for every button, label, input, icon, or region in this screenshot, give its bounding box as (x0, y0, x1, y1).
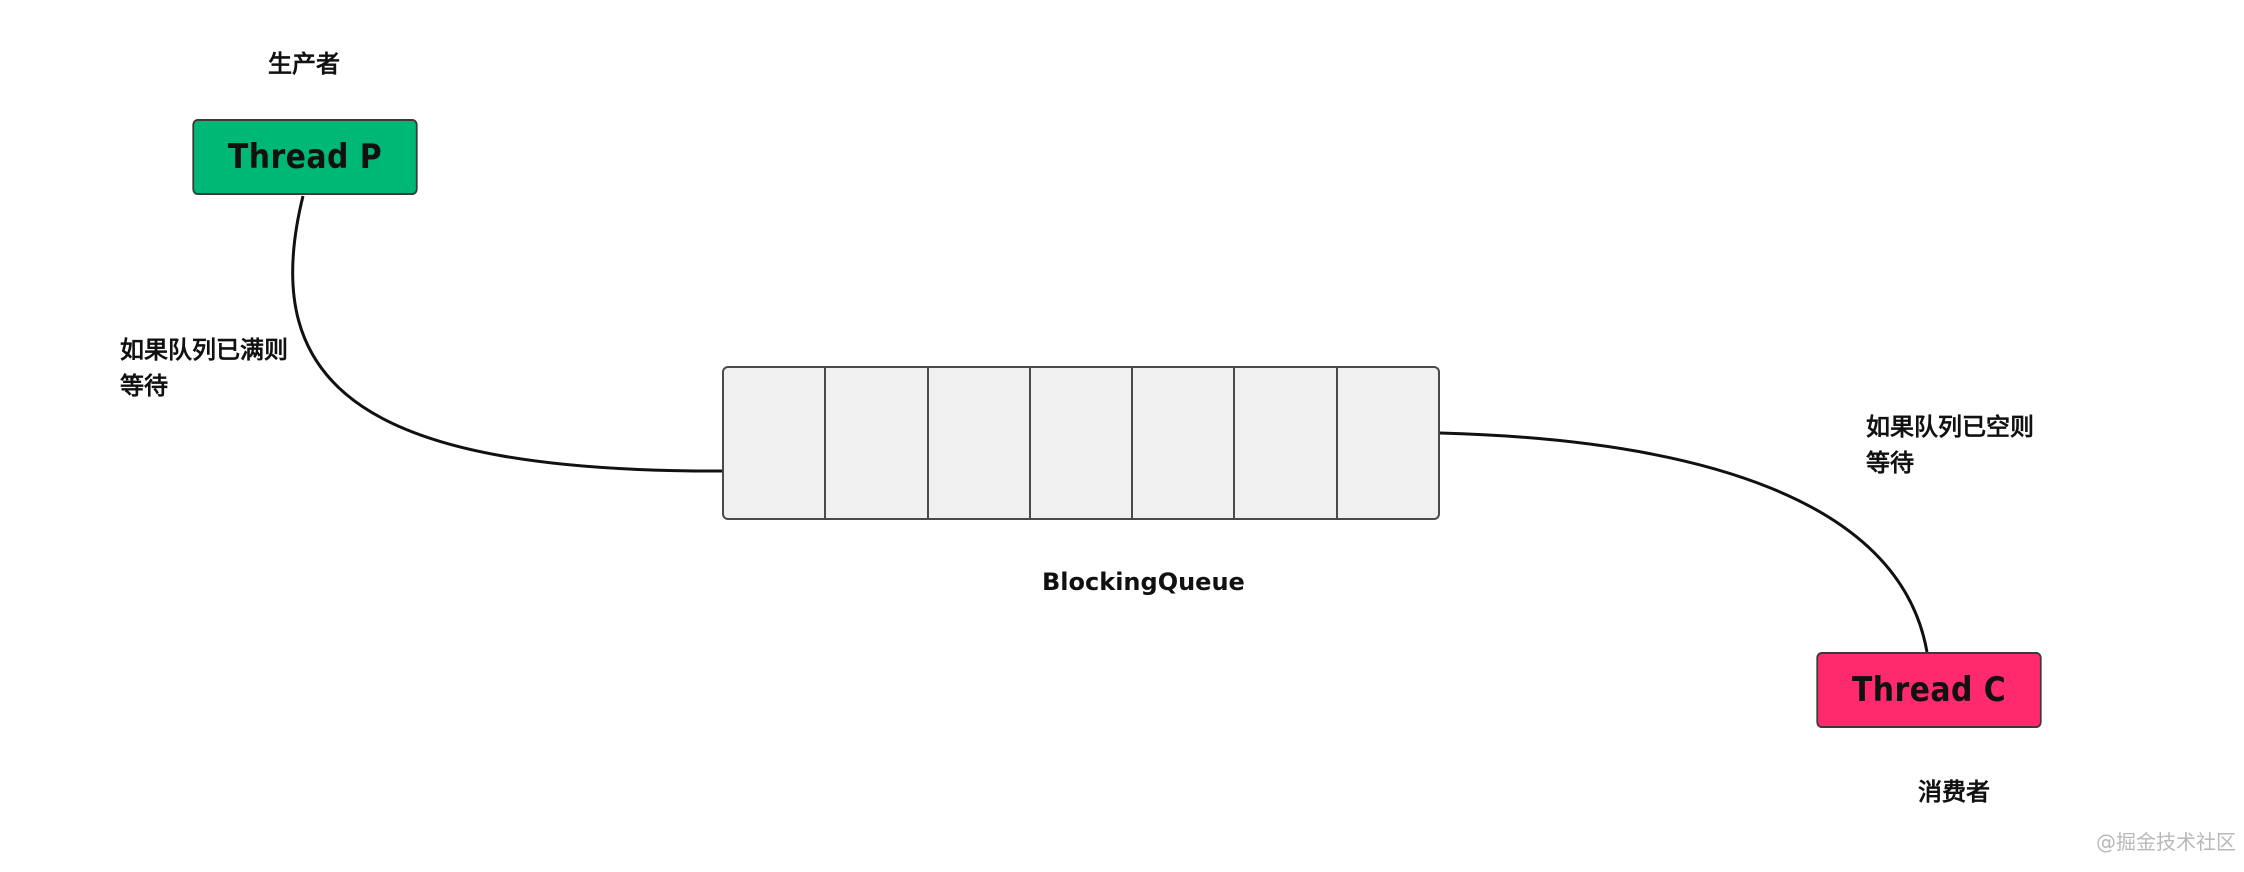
queue-slot (1133, 368, 1236, 518)
watermark: @掘金技术社区 (2096, 830, 2236, 854)
consumer-caption: 消费者 (1918, 778, 1990, 806)
queue-slot (929, 368, 1031, 518)
queue-slot (1235, 368, 1338, 518)
queue-label: BlockingQueue (1042, 568, 1245, 596)
consumer-thread-label: Thread C (1851, 670, 2007, 710)
blocking-queue (722, 366, 1440, 520)
consumer-thread-box: Thread C (1816, 652, 2042, 728)
consumer-wait-note-line1: 如果队列已空则 (1866, 413, 2034, 441)
producer-caption: 生产者 (268, 50, 340, 78)
queue-slot (1031, 368, 1134, 518)
consumer-wait-note: 如果队列已空则 等待 (1866, 409, 2034, 481)
producer-wait-note: 如果队列已满则 等待 (120, 332, 288, 404)
consumer-wait-note-line2: 等待 (1866, 449, 1914, 477)
queue-slot (826, 368, 929, 518)
producer-thread-label: Thread P (227, 137, 383, 177)
queue-slot (1338, 368, 1438, 518)
producer-wait-note-line2: 等待 (120, 372, 168, 400)
producer-thread-box: Thread P (192, 119, 418, 195)
producer-wait-note-line1: 如果队列已满则 (120, 336, 288, 364)
queue-to-consumer-line (1439, 431, 1929, 653)
queue-slot (724, 368, 827, 518)
producer-to-queue-line (291, 195, 723, 473)
